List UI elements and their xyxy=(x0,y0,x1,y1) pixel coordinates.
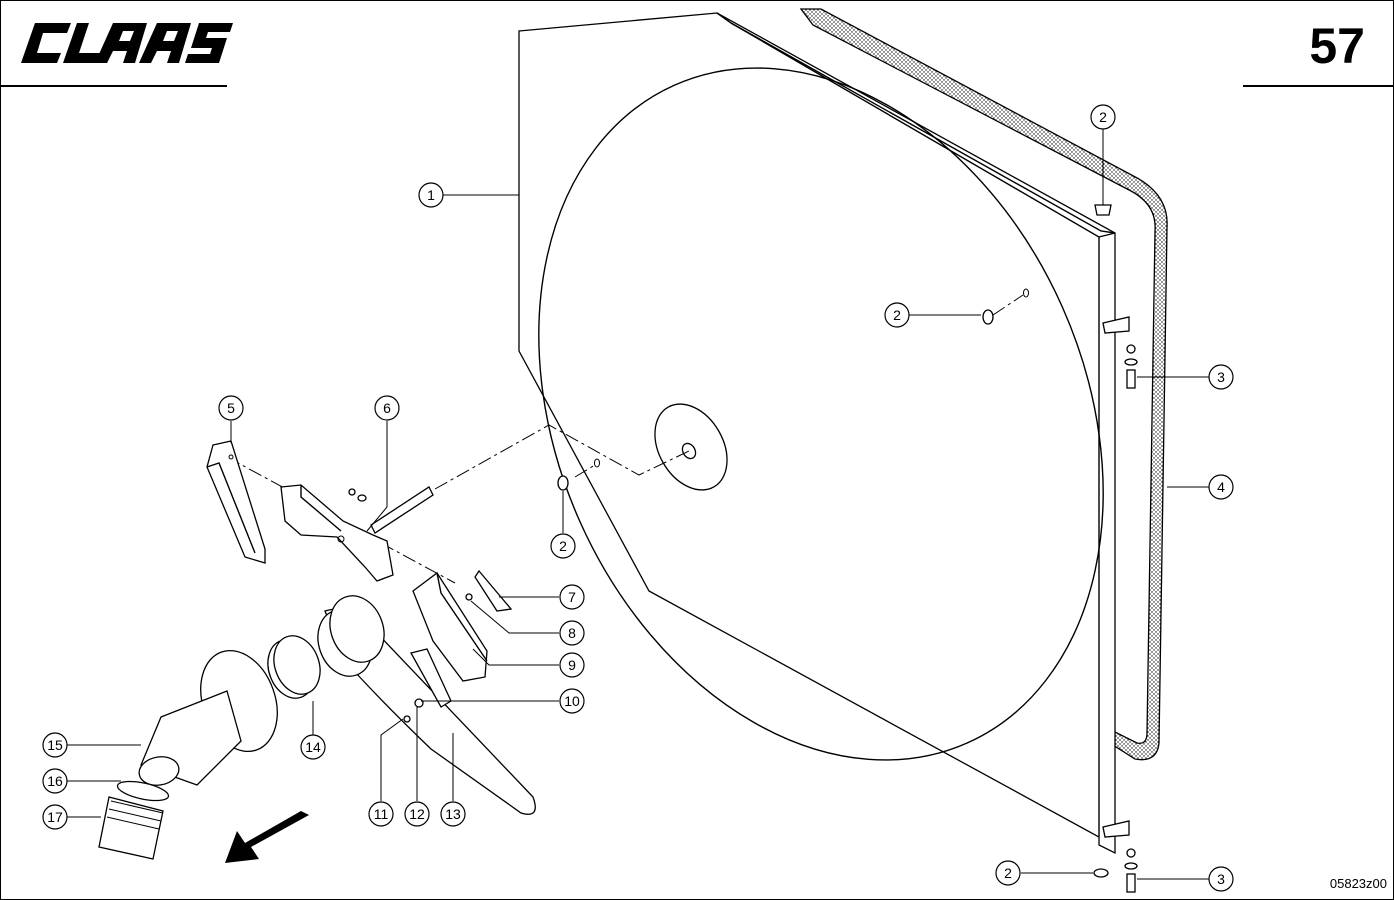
callout-6: 6 xyxy=(374,395,400,421)
svg-text:4: 4 xyxy=(1217,479,1225,495)
svg-text:9: 9 xyxy=(568,657,576,673)
svg-text:10: 10 xyxy=(564,693,580,709)
callout-11: 11 xyxy=(368,801,394,827)
callout-2: 2 xyxy=(884,302,910,328)
svg-text:2: 2 xyxy=(1004,865,1012,881)
drawing-id: 05823z00 xyxy=(1329,876,1387,891)
callout-10: 10 xyxy=(559,688,585,714)
svg-text:11: 11 xyxy=(374,806,389,822)
hose-part-17 xyxy=(98,796,164,860)
svg-text:14: 14 xyxy=(305,739,321,755)
callout-14: 14 xyxy=(300,734,326,760)
svg-text:15: 15 xyxy=(47,737,63,753)
svg-text:6: 6 xyxy=(383,400,391,416)
claas-logo xyxy=(21,23,233,63)
elbow-part-15 xyxy=(138,649,278,786)
callout-8: 8 xyxy=(559,620,585,646)
callout-2: 2 xyxy=(1090,104,1116,130)
callout-3: 3 xyxy=(1208,364,1234,390)
direction-arrow xyxy=(225,811,317,863)
svg-text:12: 12 xyxy=(409,806,425,822)
bracket-part-5 xyxy=(206,440,266,564)
svg-text:5: 5 xyxy=(227,400,235,416)
svg-text:2: 2 xyxy=(1099,109,1107,125)
arm-part-6 xyxy=(280,484,434,582)
svg-text:13: 13 xyxy=(445,806,461,822)
callout-4: 4 xyxy=(1208,474,1234,500)
callout-7: 7 xyxy=(559,584,585,610)
svg-text:2: 2 xyxy=(559,538,567,554)
svg-text:3: 3 xyxy=(1217,369,1225,385)
header-rule-right xyxy=(1243,85,1393,87)
clamp-ring-part-14 xyxy=(267,635,321,699)
callout-5: 5 xyxy=(218,395,244,421)
rotary-screen-panel xyxy=(518,12,1138,893)
svg-text:17: 17 xyxy=(47,809,63,825)
callout-13: 13 xyxy=(440,801,466,827)
header-rule-left xyxy=(1,85,227,87)
page-number: 57 xyxy=(1309,18,1365,74)
callout-9: 9 xyxy=(559,652,585,678)
callout-2: 2 xyxy=(550,533,576,559)
leader-lines xyxy=(67,129,1209,880)
svg-text:16: 16 xyxy=(47,773,63,789)
svg-text:7: 7 xyxy=(568,589,576,605)
chute-part-13 xyxy=(317,595,536,815)
bracket-part-9 xyxy=(412,569,513,682)
svg-text:2: 2 xyxy=(893,307,901,323)
callout-17: 17 xyxy=(42,804,68,830)
callout-3: 3 xyxy=(1208,866,1234,892)
callout-16: 16 xyxy=(42,768,68,794)
svg-text:3: 3 xyxy=(1217,871,1225,887)
svg-text:8: 8 xyxy=(568,625,576,641)
callout-15: 15 xyxy=(42,732,68,758)
callout-12: 12 xyxy=(404,801,430,827)
callout-1: 1 xyxy=(418,182,444,208)
svg-text:1: 1 xyxy=(427,187,435,203)
callout-2: 2 xyxy=(995,860,1021,886)
hose-clamp-part-16 xyxy=(116,780,170,802)
